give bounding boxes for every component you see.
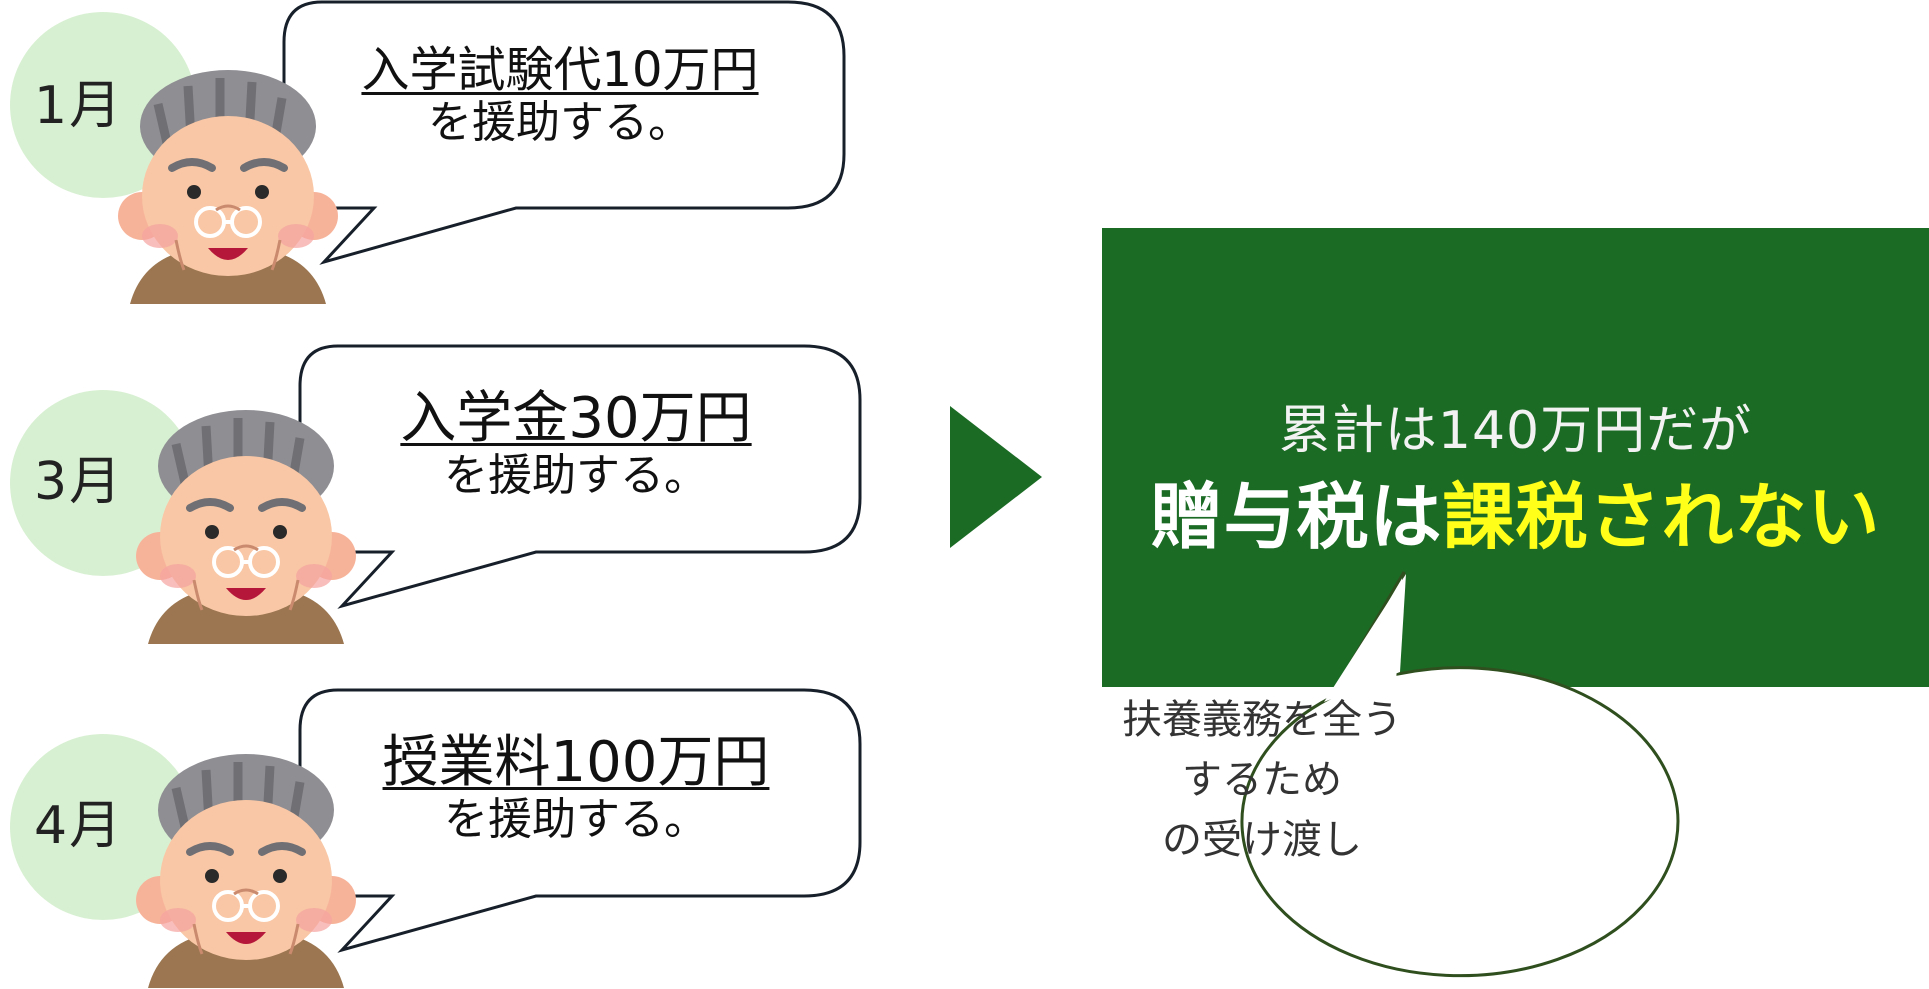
grandfather-face-icon bbox=[136, 410, 356, 644]
bubble-text: 入学試験代10万円 を援助する。 bbox=[290, 42, 830, 148]
result-conclusion: 贈与税は課税されない bbox=[1102, 458, 1929, 563]
result-conclusion-part1: 贈与税は bbox=[1150, 475, 1443, 559]
result-box: 累計は140万円だが 贈与税は課税されない bbox=[1102, 228, 1929, 687]
action-text: を援助する。 bbox=[444, 793, 708, 845]
note-line-3: の受け渡し bbox=[1162, 817, 1362, 863]
result-summary: 累計は140万円だが bbox=[1278, 401, 1753, 461]
speech-bubble bbox=[282, 0, 846, 265]
bubble-text: 入学金30万円 を援助する。 bbox=[306, 386, 846, 501]
right-triangle-arrow-icon bbox=[950, 406, 1042, 548]
action-text: を援助する。 bbox=[428, 96, 692, 148]
month-label: 4月 bbox=[34, 796, 124, 856]
note-line-1: 扶養義務を全う bbox=[1122, 697, 1402, 743]
result-conclusion-highlight: 課税されない bbox=[1442, 475, 1881, 559]
action-text: を援助する。 bbox=[444, 449, 708, 501]
step-row-1: 1月 入学試験代10万円 を援助する。 bbox=[0, 0, 880, 304]
step-row-3: 4月 授業料100万円 を援助する。 bbox=[0, 688, 880, 988]
amount-text: 入学試験代10万円 bbox=[361, 42, 759, 98]
speech-bubble bbox=[298, 688, 862, 953]
bubble-text: 授業料100万円 を援助する。 bbox=[306, 730, 846, 845]
oval-callout bbox=[1240, 571, 1680, 978]
grandfather-face-icon bbox=[136, 754, 356, 988]
month-label: 3月 bbox=[34, 452, 124, 512]
grandfather-face-icon bbox=[118, 70, 338, 304]
oval-callout-text: 扶養義務を全う するため の受け渡し bbox=[1062, 690, 1462, 870]
amount-text: 入学金30万円 bbox=[400, 386, 752, 451]
amount-text: 授業料100万円 bbox=[382, 730, 770, 795]
speech-bubble bbox=[298, 344, 862, 609]
month-label: 1月 bbox=[34, 76, 124, 136]
note-line-2: するため bbox=[1182, 757, 1342, 803]
step-row-2: 3月 入学金30万円 を援助する。 bbox=[0, 344, 880, 644]
